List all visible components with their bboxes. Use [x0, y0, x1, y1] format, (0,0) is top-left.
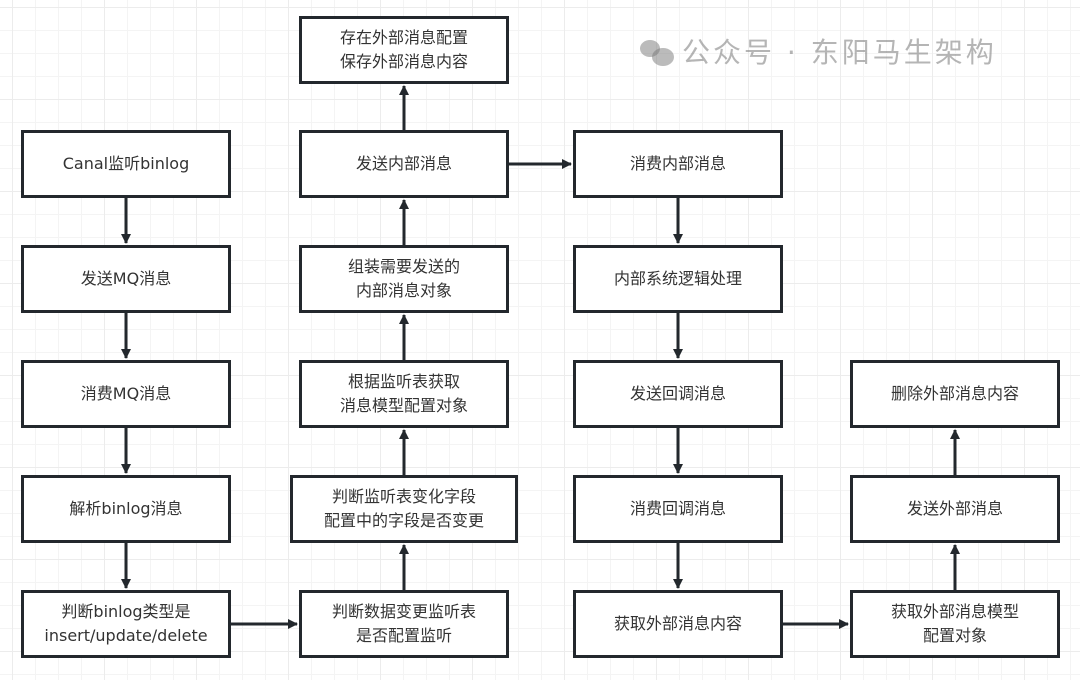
node-canal: Canal监听binlog	[21, 130, 231, 198]
node-judge-type: 判断binlog类型是 insert/update/delete	[21, 590, 231, 658]
node-get-model: 根据监听表获取 消息模型配置对象	[299, 360, 509, 428]
node-delete-external: 删除外部消息内容	[850, 360, 1060, 428]
watermark: 公众号 · 东阳马生架构	[640, 36, 997, 70]
node-judge-field: 判断监听表变化字段 配置中的字段是否变更	[290, 475, 518, 543]
node-send-external: 发送外部消息	[850, 475, 1060, 543]
node-get-external-content: 获取外部消息内容	[573, 590, 783, 658]
node-send-internal: 发送内部消息	[299, 130, 509, 198]
node-judge-listen: 判断数据变更监听表 是否配置监听	[299, 590, 509, 658]
node-consume-mq: 消费MQ消息	[21, 360, 231, 428]
node-send-mq: 发送MQ消息	[21, 245, 231, 313]
node-get-external-model: 获取外部消息模型 配置对象	[850, 590, 1060, 658]
wechat-icon	[640, 40, 674, 66]
node-save-external: 存在外部消息配置 保存外部消息内容	[299, 16, 509, 84]
node-send-callback: 发送回调消息	[573, 360, 783, 428]
node-consume-internal: 消费内部消息	[573, 130, 783, 198]
node-internal-logic: 内部系统逻辑处理	[573, 245, 783, 313]
node-parse-binlog: 解析binlog消息	[21, 475, 231, 543]
node-assemble: 组装需要发送的 内部消息对象	[299, 245, 509, 313]
watermark-text: 公众号 · 东阳马生架构	[682, 36, 997, 69]
node-consume-callback: 消费回调消息	[573, 475, 783, 543]
